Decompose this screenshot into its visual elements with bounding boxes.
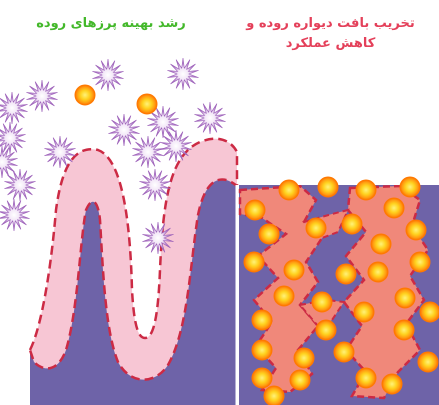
pathogen-dot-icon: [368, 262, 388, 282]
pathogen-dot-icon: [384, 198, 404, 218]
probiotic-starburst-icon: [139, 169, 170, 201]
probiotic-starburst-icon: [167, 58, 198, 90]
pathogen-dot-icon: [334, 342, 354, 362]
probiotic-starburst-icon: [0, 92, 28, 124]
pathogen-dot-icon: [382, 374, 402, 394]
pathogen-dot-icon: [274, 286, 294, 306]
pathogen-dot-icon: [284, 260, 304, 280]
pathogen-dot-icon: [354, 302, 374, 322]
pathogen-dot-icon: [252, 310, 272, 330]
pathogen-dot-icon: [420, 302, 439, 322]
pathogen-dot-icon: [137, 94, 157, 114]
probiotic-starburst-icon: [132, 136, 163, 168]
healthy-section: [30, 139, 237, 405]
pathogen-dot-icon: [406, 220, 426, 240]
pathogen-dot-icon: [336, 264, 356, 284]
pathogen-dot-icon: [75, 85, 95, 105]
probiotic-starburst-icon: [0, 199, 30, 231]
pathogen-dot-icon: [244, 252, 264, 272]
pathogen-dot-icon: [264, 386, 284, 405]
pathogen-dot-icon: [394, 320, 414, 340]
probiotic-starburst-icon: [92, 59, 123, 91]
pathogen-dot-icon: [356, 368, 376, 388]
pathogen-dot-icon: [418, 352, 438, 372]
pathogen-dot-icon: [316, 320, 336, 340]
probiotic-starburst-icon: [0, 122, 26, 154]
pathogen-dot-icon: [252, 340, 272, 360]
pathogen-dot-icon: [245, 200, 265, 220]
pathogen-dot-icon: [400, 177, 420, 197]
pathogen-dot-icon: [279, 180, 299, 200]
pathogen-dot-icon: [371, 234, 391, 254]
pathogen-dot-icon: [395, 288, 415, 308]
pathogen-dot-icon: [252, 368, 272, 388]
probiotic-starburst-icon: [4, 169, 35, 201]
pathogen-dot-icon: [290, 370, 310, 390]
pathogen-dot-icon: [318, 177, 338, 197]
pathogen-dot-icon: [294, 348, 314, 368]
pathogen-dot-icon: [259, 224, 279, 244]
pathogen-dot-icon: [410, 252, 430, 272]
pathogen-dot-icon: [342, 214, 362, 234]
probiotic-starburst-icon: [26, 80, 57, 112]
probiotic-starburst-icon: [108, 114, 139, 146]
pathogen-dot-icon: [306, 218, 326, 238]
pathogen-dot-icon: [312, 292, 332, 312]
pathogen-dot-icon: [356, 180, 376, 200]
probiotic-starburst-icon: [194, 102, 225, 134]
